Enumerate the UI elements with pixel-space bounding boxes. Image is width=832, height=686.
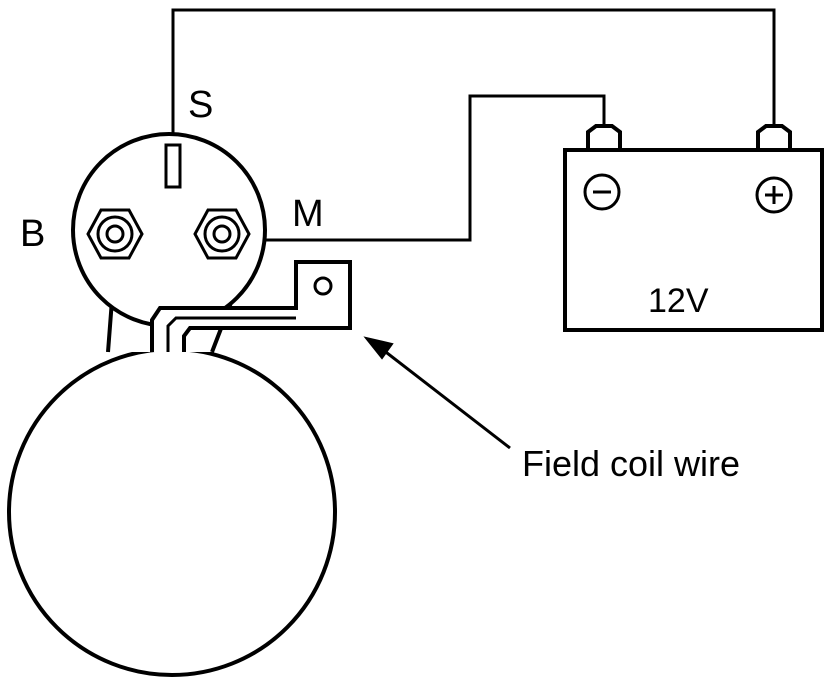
s-terminal: [164, 143, 182, 189]
minus-symbol-icon: [583, 173, 621, 211]
s-terminal-label: S: [188, 84, 213, 126]
field-coil-wire-strap: [150, 260, 352, 352]
battery: 12V: [563, 124, 824, 332]
battery-positive-post: [756, 124, 792, 152]
m-terminal-label: M: [292, 193, 324, 235]
m-to-negative-wire: [255, 94, 606, 242]
callout-arrow-icon: [363, 336, 511, 450]
plus-symbol-icon: [755, 176, 793, 214]
battery-voltage-label: 12V: [648, 282, 709, 320]
b-terminal-label: B: [20, 213, 45, 255]
m-terminal-nut-icon: [193, 208, 251, 260]
starter-motor-body: [7, 347, 337, 677]
field-coil-wire-bolt-hole: [313, 276, 333, 296]
battery-negative-post: [586, 124, 622, 152]
field-coil-wire-label: Field coil wire: [522, 443, 740, 484]
b-terminal-nut-icon: [86, 208, 144, 260]
s-to-positive-wire: [171, 8, 776, 152]
